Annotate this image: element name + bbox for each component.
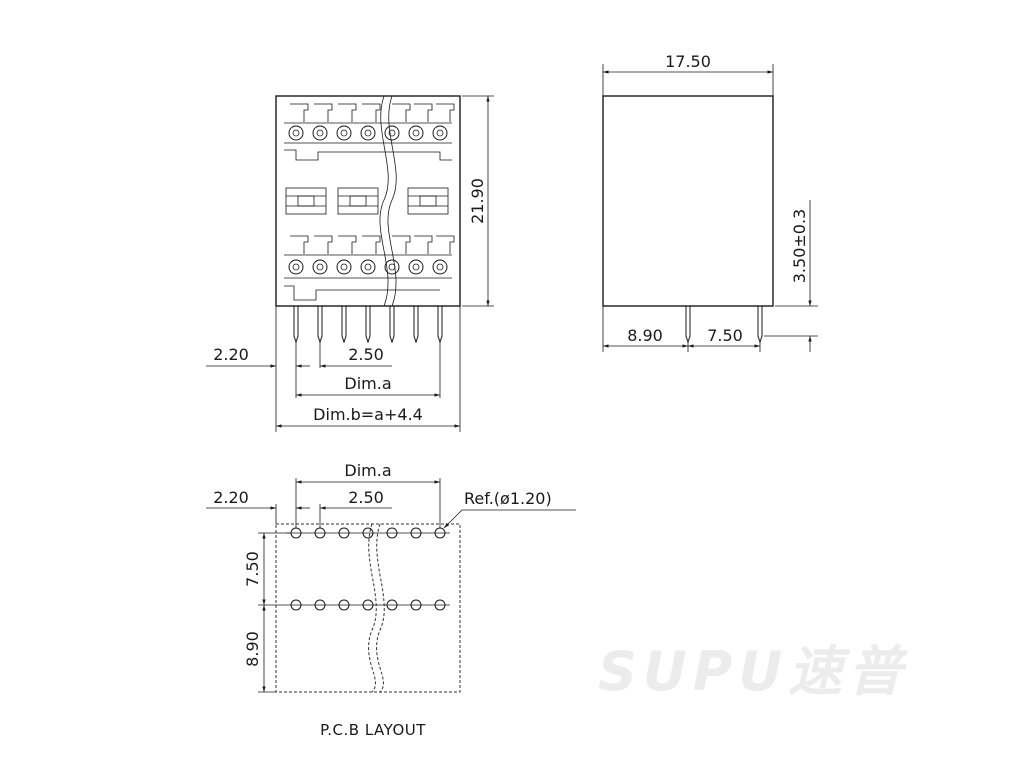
front-body-outline: [275, 95, 461, 307]
side-pin-front: [685, 306, 691, 344]
top-screw-circles: [288, 125, 448, 141]
pitch-label: 2.50: [348, 345, 384, 364]
side-row1-label: 8.90: [627, 326, 663, 345]
pcb-left-offset-label: 2.20: [213, 488, 249, 507]
pin-length-label: 3.50±0.3: [790, 209, 809, 283]
pcb-hole-row-1: [286, 527, 450, 539]
front-break-line: [379, 95, 389, 307]
pcb-layout-title: P.C.B LAYOUT: [320, 721, 426, 739]
side-view: 17.50 8.90 7.50 3.50±0.3: [602, 52, 818, 352]
dim-a-label: Dim.a: [344, 374, 391, 393]
top-terminal-row: [284, 103, 455, 161]
middle-latches: [285, 187, 449, 215]
supu-watermark-logo: SUPU速普: [598, 640, 908, 703]
height-dimension-label: 21.90: [468, 178, 487, 224]
pcb-edge-offset-label: 8.90: [243, 631, 262, 667]
ref-hole-label: Ref.(ø1.20): [464, 489, 552, 508]
side-width-label: 17.50: [665, 52, 711, 71]
pcb-hole-row-2: [258, 599, 450, 611]
dim-b-label: Dim.b=a+4.4: [313, 405, 423, 424]
pcb-dim-a-label: Dim.a: [344, 461, 391, 480]
pcb-outline: [275, 523, 461, 693]
front-view: 21.90 2.20 2.50 Dim.a Dim.b=a+4.4: [206, 95, 494, 432]
pcb-row-spacing-label: 7.50: [243, 551, 262, 587]
bottom-screw-circles: [288, 259, 448, 275]
pcb-pitch-label: 2.50: [348, 488, 384, 507]
side-body-outline: [602, 95, 774, 307]
front-pins: [293, 306, 443, 344]
pcb-layout: Dim.a 2.20 2.50 Ref.(ø1.20) 7.50 8.90 P.…: [206, 461, 576, 739]
side-pin-rear: [757, 306, 763, 344]
side-row2-label: 7.50: [707, 326, 743, 345]
left-offset-label: 2.20: [213, 345, 249, 364]
bottom-terminal-row: [284, 235, 455, 301]
